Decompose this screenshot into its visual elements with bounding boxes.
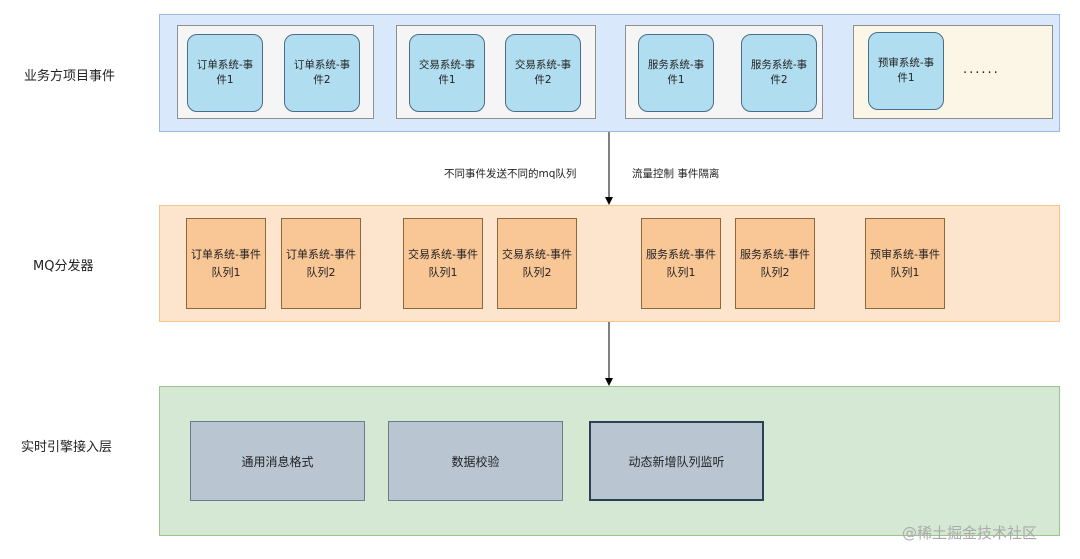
ellipsis-text: ...... <box>963 62 1000 77</box>
event-box: 交易系统-事件2 <box>505 34 581 112</box>
event-box: 订单系统-事件1 <box>187 34 263 112</box>
engine-module-message-format: 通用消息格式 <box>190 421 365 501</box>
event-box: 服务系统-事件1 <box>638 34 714 112</box>
queue-box: 交易系统-事件队列2 <box>497 218 577 309</box>
row-label-mq: MQ分发器 <box>33 259 94 274</box>
queue-box: 服务系统-事件队列2 <box>735 218 815 309</box>
event-box: 交易系统-事件1 <box>409 34 485 112</box>
annotation-mq-routing: 不同事件发送不同的mq队列 <box>444 168 577 180</box>
engine-module-data-validation: 数据校验 <box>388 421 563 501</box>
event-box: 服务系统-事件2 <box>741 34 817 112</box>
mq-to-engine-arrowhead <box>605 378 613 386</box>
queue-box: 订单系统-事件队列1 <box>186 218 266 309</box>
row-label-engine: 实时引擎接入层 <box>21 440 113 455</box>
annotation-flow-control: 流量控制 事件隔离 <box>632 168 720 180</box>
queue-box: 订单系统-事件队列2 <box>281 218 361 309</box>
queue-box: 服务系统-事件队列1 <box>641 218 721 309</box>
row-label-events: 业务方项目事件 <box>24 69 116 84</box>
events-to-mq-arrowhead <box>605 197 613 205</box>
queue-box: 预审系统-事件队列1 <box>865 218 945 309</box>
event-box: 订单系统-事件2 <box>284 34 360 112</box>
event-box: 预审系统-事件1 <box>868 32 944 110</box>
watermark: @稀土掘金技术社区 <box>902 524 1038 542</box>
engine-module-dynamic-queue-listener: 动态新增队列监听 <box>589 421 764 501</box>
queue-box: 交易系统-事件队列1 <box>403 218 483 309</box>
